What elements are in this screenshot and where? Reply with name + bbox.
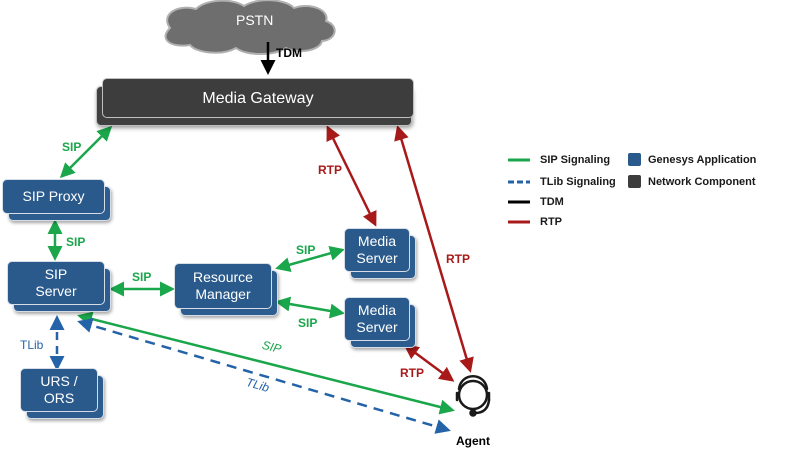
sip-proxy: SIP Proxy [2, 179, 105, 214]
legend-network-swatch [628, 175, 641, 188]
media-server-1: Media Server [344, 228, 410, 272]
sip-rm-ms1-link [275, 246, 345, 272]
rtp-gateway-ms1-label: RTP [318, 163, 342, 177]
rtp-gateway-ms1-link [326, 125, 377, 227]
sip-proxy-label: SIP Proxy [22, 188, 85, 204]
media-server-2: Media Server [344, 297, 410, 341]
tlib-server-agent-link [77, 318, 451, 434]
tdm-link-label: TDM [276, 46, 302, 60]
tlib-server-urs-label: TLib [20, 338, 44, 352]
media-gateway-label: Media Gateway [202, 89, 314, 107]
sip-gateway-proxy-label: SIP [62, 140, 82, 154]
urs-ors: URS / ORS [20, 368, 98, 412]
legend-network-label: Network Component [648, 176, 756, 188]
pstn-cloud [164, 0, 336, 55]
rtp-gateway-agent-link [394, 125, 474, 373]
agent-icon [455, 375, 491, 417]
legend-genesys-swatch [628, 153, 641, 166]
pstn-label: PSTN [236, 12, 274, 28]
sip-server-rm-label: SIP [132, 270, 152, 284]
legend-tlib-label: TLib Signaling [540, 176, 616, 188]
rtp-gateway-agent-label: RTP [446, 252, 470, 266]
media-server-2-label: Media Server [356, 302, 398, 335]
legend-rtp-label: RTP [540, 216, 562, 228]
media-gateway: Media Gateway [102, 78, 414, 118]
sip-gateway-proxy-link [59, 125, 113, 179]
legend-tdm-label: TDM [540, 196, 564, 208]
sip-proxy-server-label: SIP [66, 235, 86, 249]
urs-ors-label: URS / ORS [40, 373, 78, 406]
sip-server: SIP Server [7, 261, 105, 305]
resource-manager-label: Resource Manager [193, 269, 253, 302]
sip-rm-ms2-link [275, 296, 345, 319]
legend-genesys-label: Genesys Application [648, 154, 757, 166]
resource-manager: Resource Manager [174, 263, 272, 309]
rtp-ms2-agent-link [403, 344, 455, 382]
agent-label: Agent [456, 434, 490, 448]
rtp-ms2-agent-label: RTP [400, 366, 424, 380]
sip-rm-ms2-label: SIP [298, 316, 318, 330]
legend-sip-label: SIP Signaling [540, 154, 611, 166]
sip-rm-ms1-label: SIP [296, 243, 316, 257]
sip-server-label: SIP Server [35, 266, 77, 299]
media-server-1-label: Media Server [356, 233, 398, 266]
